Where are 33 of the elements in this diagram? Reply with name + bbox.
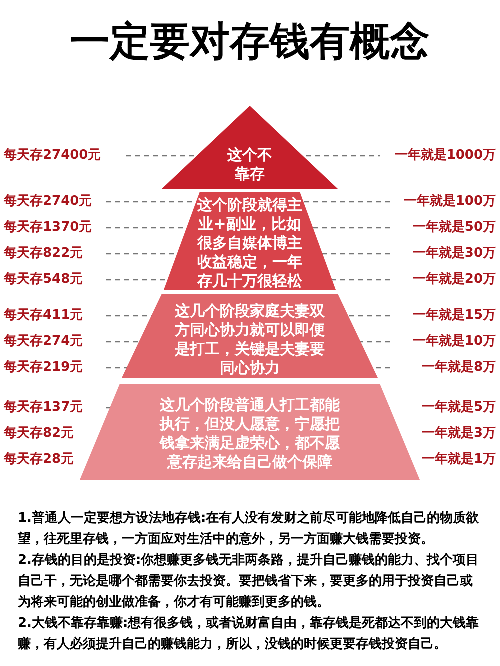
note-paragraph: 2.存钱的目的是投资:你想赚更多钱无非两条路，提升自己赚钱的能力、找个项目自己干，无论是哪个都需要你去投资。要把钱省下来，要更多的用于投资自己或为将来可能的创业做准备，你才有可能赚到更多的钱。 <box>18 552 480 612</box>
note-paragraph: 1.普通人一定要想方设法地存钱:在有人没有发财之前尽可能地降低自己的物质欲望，往死里存钱，一方面应对生活中的意外，另一方面赚大钱需要投资。 <box>18 510 480 549</box>
yearly-amount: 一年就是3万 <box>420 426 496 442</box>
daily-amount: 每天存2740元 <box>4 194 94 210</box>
daily-amount: 每天存137元 <box>4 400 86 416</box>
daily-amount: 每天存1370元 <box>4 220 94 236</box>
daily-amount: 每天存28元 <box>4 452 76 468</box>
pyramid-tier <box>162 106 338 189</box>
yearly-amount: 一年就是15万 <box>410 308 496 324</box>
daily-amount: 每天存274元 <box>4 334 86 350</box>
daily-amount: 每天存822元 <box>4 246 86 262</box>
yearly-amount: 一年就是50万 <box>410 220 496 236</box>
daily-amount: 每天存27400元 <box>4 148 104 164</box>
yearly-amount: 一年就是1000万 <box>392 148 496 164</box>
note-paragraph: 2.大钱不靠存靠赚:想有很多钱，或者说财富自由，靠存钱是死都达不到的大钱靠赚，有人必须提升自己的赚钱能力，所以，没钱的时候更要存钱投资自己。 <box>18 614 480 654</box>
pyramid-tier <box>164 192 336 290</box>
daily-amount: 每天存219元 <box>4 360 86 376</box>
yearly-amount: 一年就是100万 <box>402 194 496 210</box>
daily-amount: 每天存411元 <box>4 308 86 324</box>
tier-text: 这几个阶段家庭夫妻双方同心协力就可以即便是打工，关键是夫妻要同心协力 <box>175 302 325 378</box>
daily-amount: 每天存82元 <box>4 426 76 442</box>
pyramid-tier <box>122 294 378 378</box>
daily-amount: 每天存548元 <box>4 272 86 288</box>
yearly-amount: 一年就是20万 <box>410 272 496 288</box>
yearly-amount: 一年就是1万 <box>420 452 496 468</box>
title: 一定要对存钱有概念 <box>69 18 431 67</box>
yearly-amount: 一年就是30万 <box>410 246 496 262</box>
tier-text: 这个不靠存 <box>226 146 274 184</box>
tier-text: 这个阶段就得主业+副业，比如很多自媒体博主收益稳定，一年存几十万很轻松 <box>197 196 303 291</box>
yearly-amount: 一年就是8万 <box>420 360 496 376</box>
yearly-amount: 一年就是5万 <box>420 400 496 416</box>
tier-text: 这几个阶段普通人打工都能执行，但没人愿意，宁愿把钱拿来满足虚荣心，都不愿意存起来给自己做个保障 <box>160 396 340 472</box>
yearly-amount: 一年就是10万 <box>410 334 496 350</box>
